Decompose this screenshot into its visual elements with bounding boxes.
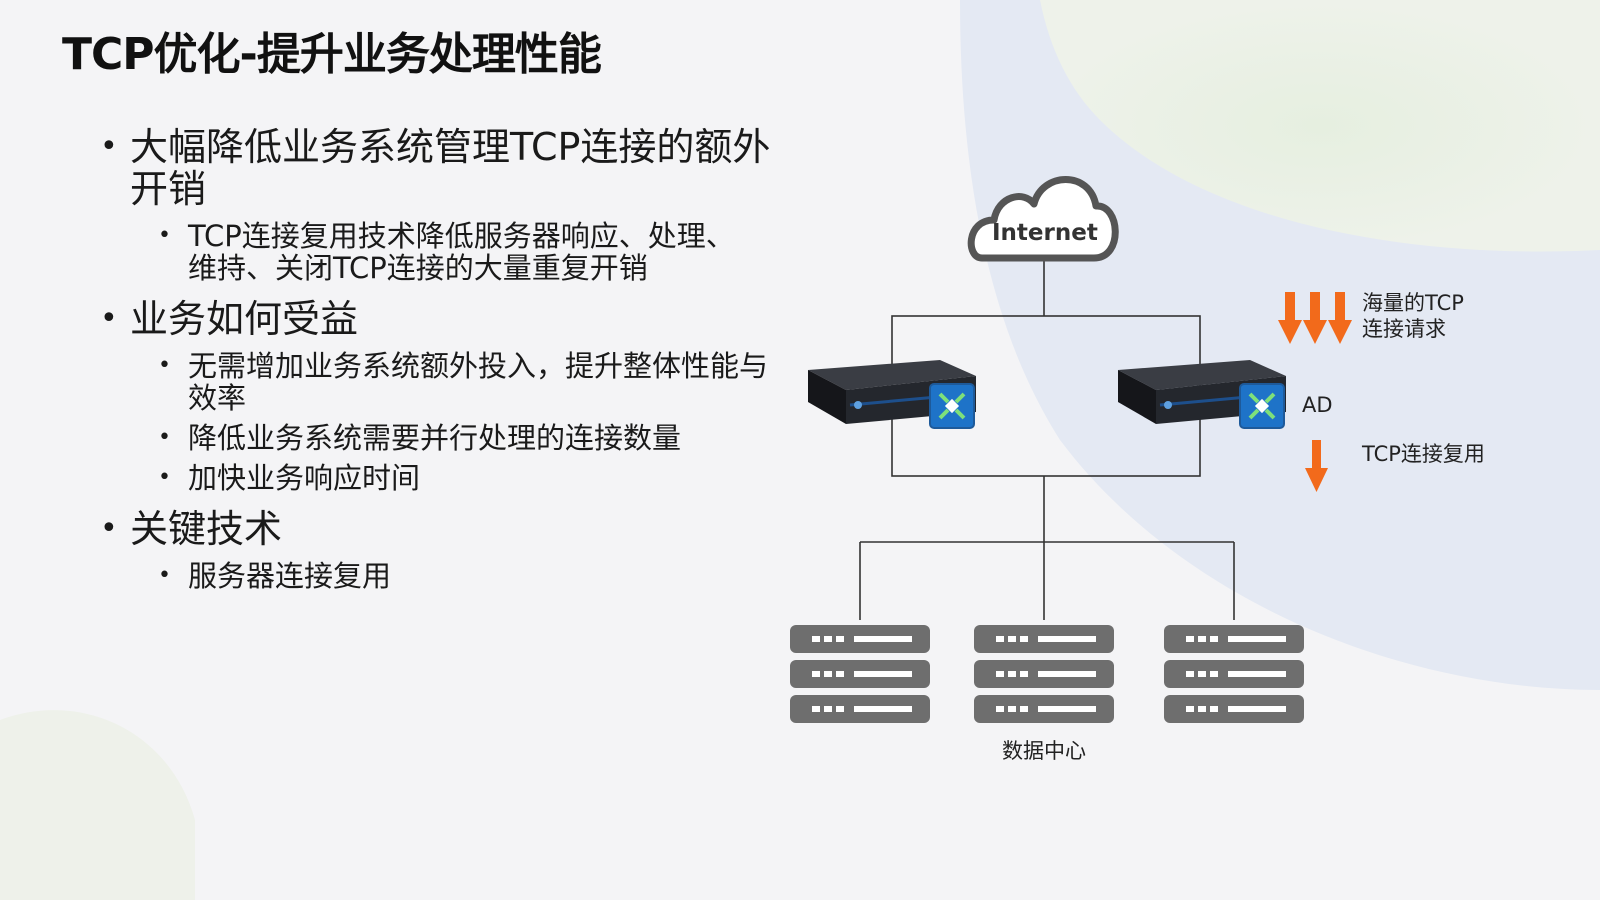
server-rack-icon-right	[1164, 625, 1304, 723]
requests-label-line1: 海量的TCP	[1362, 291, 1464, 315]
arrow-down-icon-requests	[1278, 292, 1352, 344]
bullet-benefits: 业务如何受益	[100, 298, 790, 340]
internet-label: Internet	[992, 220, 1098, 246]
appliance-icon-left	[808, 360, 976, 429]
server-rack-icon-left	[790, 625, 930, 723]
connector-lines	[859, 260, 1235, 620]
sub-bullet-server-reuse: 服务器连接复用	[158, 560, 790, 592]
network-diagram: Internet 海量的TCP 连接请求 AD TCP连接复用 数据中心	[790, 150, 1590, 800]
sub-bullet-faster-response: 加快业务响应时间	[158, 462, 790, 494]
datacenter-label: 数据中心	[1002, 739, 1086, 763]
slide-title: TCP优化-提升业务处理性能	[62, 29, 602, 80]
ad-label: AD	[1302, 393, 1333, 417]
bullet-overhead: 大幅降低业务系统管理TCP连接的额外开销	[100, 126, 790, 210]
bullet-key-tech: 关键技术	[100, 508, 790, 550]
requests-label-line2: 连接请求	[1362, 317, 1446, 341]
arrow-down-icon-reuse	[1305, 440, 1328, 492]
sub-bullet-no-extra-investment: 无需增加业务系统额外投入，提升整体性能与效率	[158, 350, 788, 414]
sub-bullet-reduce-connections: 降低业务系统需要并行处理的连接数量	[158, 422, 790, 454]
server-rack-icon-center	[974, 625, 1114, 723]
sub-bullet-connection-reuse: TCP连接复用技术降低服务器响应、处理、维持、关闭TCP连接的大量重复开销	[158, 220, 763, 284]
reuse-label: TCP连接复用	[1362, 442, 1485, 466]
bullet-list: 大幅降低业务系统管理TCP连接的额外开销 TCP连接复用技术降低服务器响应、处理…	[100, 126, 790, 592]
appliance-icon-right	[1118, 360, 1286, 429]
cloud-icon	[967, 176, 1119, 262]
